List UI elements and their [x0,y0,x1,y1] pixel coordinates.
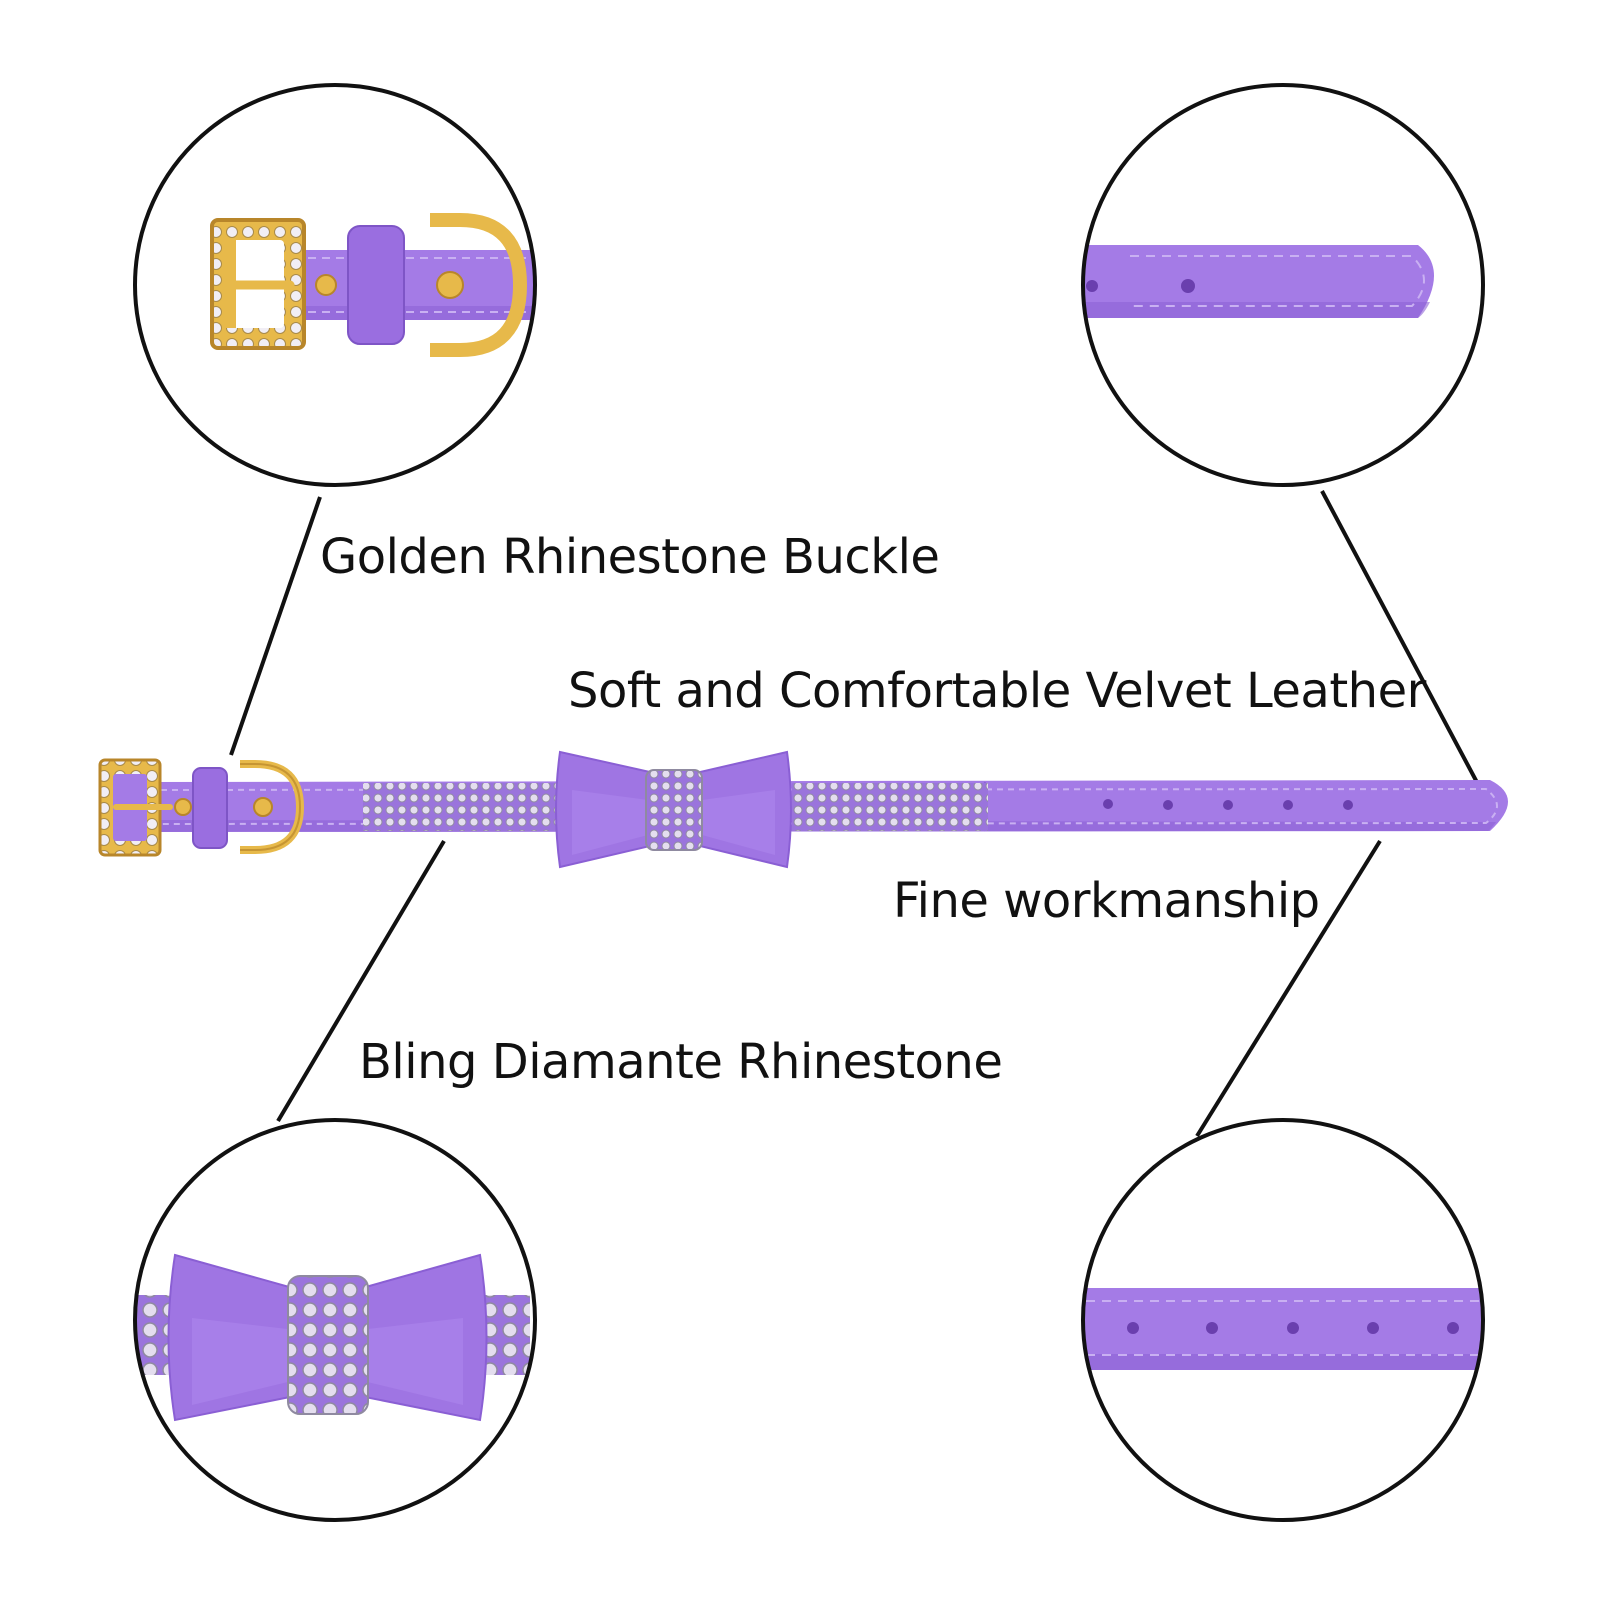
connector-fine [1195,839,1382,1138]
rivet [315,274,337,296]
detail-circle-outline [133,83,537,487]
connector-buckle [229,496,322,756]
detail-circle-outline [1081,1118,1485,1522]
rivet [174,798,192,816]
rhinestone-band-right [792,783,988,831]
collar-stitching [149,787,1498,825]
bow [555,750,792,869]
connector-velvet [1320,490,1482,789]
keeper-loop [347,225,405,345]
detail-circle-bling [133,1118,537,1522]
detail-circle-outline [1081,83,1485,487]
d-ring [430,213,528,357]
bow-rhinestone-center [645,769,703,851]
detail-circle-buckle [133,83,537,487]
detail-circle-outline [133,1118,537,1522]
rivet [436,271,464,299]
caption-bling-diamante-rhinestone: Bling Diamante Rhinestone [359,1034,1003,1090]
detail-circle-velvet [1081,83,1485,487]
bow-rhinestone-center [287,1275,369,1415]
detail-circle-workmanship [1081,1118,1485,1522]
keeper-loop [192,767,228,849]
caption-golden-rhinestone-buckle: Golden Rhinestone Buckle [320,529,940,585]
connector-bling [276,839,446,1123]
connector-lines [229,490,1482,1138]
collar-holes [1103,799,1353,810]
main-collar [98,750,1508,869]
rivet [253,797,273,817]
rhinestone-band-left [363,783,563,831]
caption-fine-workmanship: Fine workmanship [893,873,1320,929]
caption-velvet-leather: Soft and Comfortable Velvet Leather [568,663,1426,719]
